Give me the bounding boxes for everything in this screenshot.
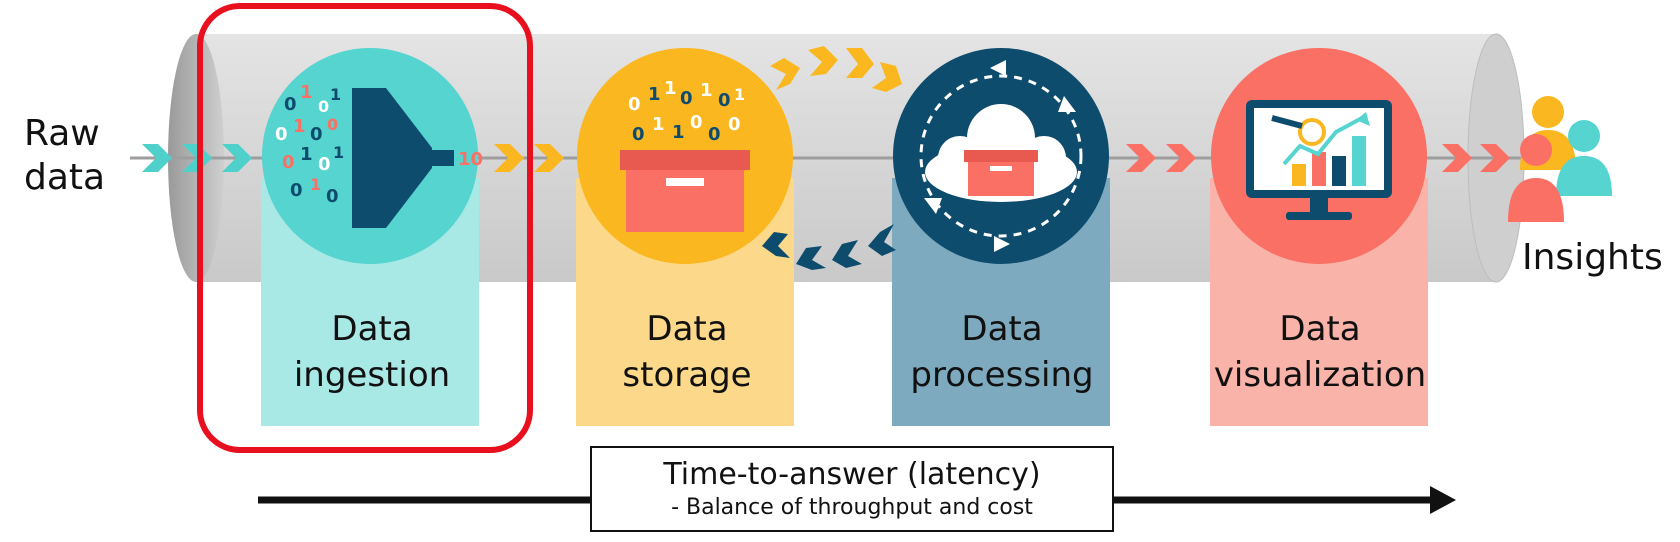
svg-text:1: 1 — [330, 85, 341, 104]
latency-title: Time-to-answer (latency) — [663, 457, 1041, 492]
svg-text:1: 1 — [300, 82, 313, 103]
chevrons-ingestion-to-storage — [494, 144, 564, 172]
cloud-processing-icon — [919, 60, 1083, 252]
funnel-icon: 10 0 1 0 1 0 1 0 0 0 1 0 1 0 1 0 — [275, 82, 483, 228]
svg-text:1: 1 — [652, 114, 665, 135]
chevrons-processing-to-storage — [762, 224, 896, 270]
svg-text:1: 1 — [664, 78, 677, 99]
svg-text:0: 0 — [290, 180, 303, 201]
svg-text:1: 1 — [672, 122, 685, 143]
svg-text:1: 1 — [300, 144, 313, 165]
svg-text:0: 0 — [708, 124, 721, 145]
monitor-chart-icon — [1246, 100, 1392, 220]
svg-text:0: 0 — [310, 124, 323, 145]
storage-box-icon: 0 1 1 0 1 0 1 0 1 1 0 0 0 — [620, 78, 750, 232]
raw-data-label: Raw data — [24, 113, 106, 198]
svg-text:1: 1 — [648, 84, 661, 105]
highlight-ingestion — [197, 3, 533, 453]
svg-text:1: 1 — [310, 175, 321, 194]
chevrons-processing-to-visualization — [1126, 144, 1196, 172]
svg-text:0: 0 — [632, 124, 645, 145]
people-icon — [1508, 96, 1612, 222]
svg-text:0: 0 — [690, 112, 703, 133]
svg-text:0: 0 — [284, 94, 297, 115]
svg-text:0: 0 — [728, 114, 741, 135]
svg-text:1: 1 — [734, 85, 745, 104]
svg-text:0: 0 — [318, 97, 329, 116]
svg-text:0: 0 — [680, 88, 693, 109]
svg-text:1: 1 — [293, 116, 306, 137]
svg-text:10: 10 — [458, 149, 483, 170]
latency-subtitle: - Balance of throughput and cost — [671, 495, 1033, 520]
insights-label: Insights — [1522, 237, 1663, 278]
svg-text:0: 0 — [318, 154, 331, 175]
svg-text:1: 1 — [333, 143, 344, 162]
chevrons-output — [1442, 144, 1510, 172]
svg-text:0: 0 — [628, 94, 641, 115]
svg-text:0: 0 — [718, 90, 731, 111]
latency-box: Time-to-answer (latency) - Balance of th… — [590, 446, 1114, 532]
svg-text:0: 0 — [282, 152, 295, 173]
svg-text:0: 0 — [326, 186, 339, 207]
svg-text:0: 0 — [327, 115, 338, 134]
chevrons-storage-to-processing — [770, 46, 902, 92]
svg-text:0: 0 — [275, 124, 288, 145]
svg-text:1: 1 — [700, 80, 713, 101]
